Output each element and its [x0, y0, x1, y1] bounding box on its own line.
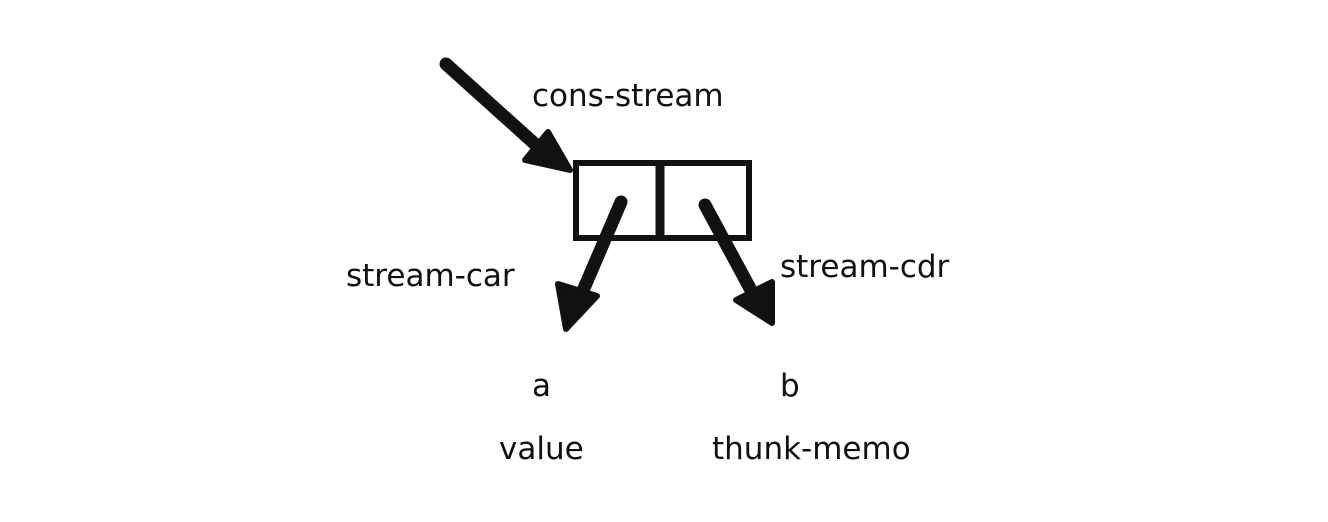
cdr-arrow	[698, 198, 775, 326]
incoming-arrow	[439, 57, 573, 173]
cdr-kind-label: thunk-memo	[712, 431, 911, 467]
car-arrow	[555, 195, 628, 332]
car-value-label: a	[532, 368, 551, 404]
pair-box	[573, 160, 752, 241]
stream-car-label: stream-car	[346, 258, 515, 294]
car-kind-label: value	[499, 431, 584, 467]
stream-cdr-label: stream-cdr	[780, 249, 950, 285]
cons-stream-label: cons-stream	[532, 78, 724, 114]
cdr-value-label: b	[780, 368, 800, 404]
